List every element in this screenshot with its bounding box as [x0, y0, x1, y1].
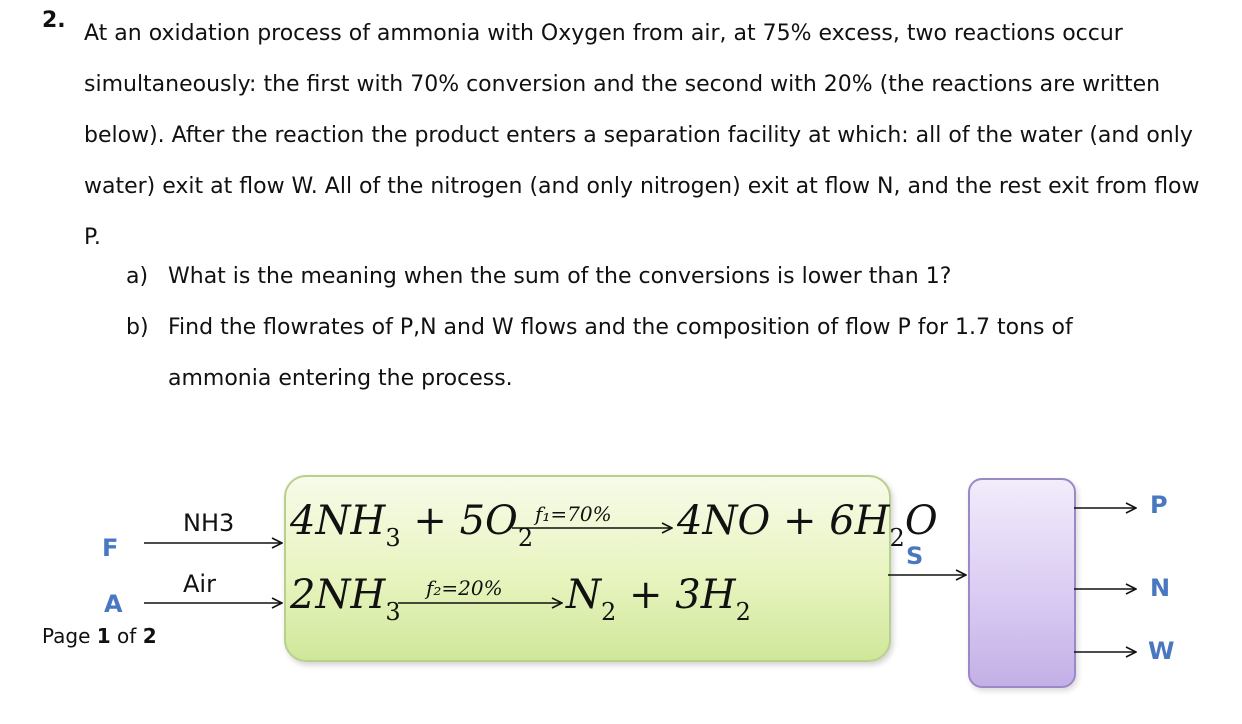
sub-question-text: What is the meaning when the sum of the … [168, 264, 952, 289]
sub-question-a: a) What is the meaning when the sum of th… [126, 251, 951, 302]
page-number: Page 1 of 2 [42, 624, 157, 648]
question-text: At an oxidation process of ammonia with … [84, 21, 1200, 250]
sub-question-label: b) [126, 315, 149, 340]
reaction2-reactants: 2NH3 [290, 572, 401, 626]
stream-label-s: S [906, 542, 924, 570]
reaction1-products: 4NO + 6H2O [677, 498, 938, 552]
reaction1-conversion: f₁=70% [535, 502, 612, 526]
stream-label-f: F [102, 534, 119, 562]
stream-label-n: N [1150, 574, 1171, 602]
feed-label-nh3: NH3 [183, 509, 235, 537]
sub-question-text: Find the flowrates of P,N and W flows an… [168, 315, 1073, 391]
reactor-box [284, 475, 891, 662]
sub-question-label: a) [126, 264, 149, 289]
reaction1-reactants: 4NH3 + 5O2 [290, 498, 534, 552]
stream-label-p: P [1150, 491, 1168, 519]
reaction2-conversion: f₂=20% [426, 576, 503, 600]
feed-label-air: Air [183, 570, 216, 598]
reaction2-products: N2 + 3H2 [566, 572, 751, 626]
question-number: 2. [42, 8, 66, 33]
sub-question-b: b) Find the flowrates of P,N and W flows … [126, 302, 1186, 404]
separator-box [968, 478, 1076, 688]
stream-label-w: W [1148, 637, 1175, 665]
stream-label-a: A [104, 590, 123, 618]
